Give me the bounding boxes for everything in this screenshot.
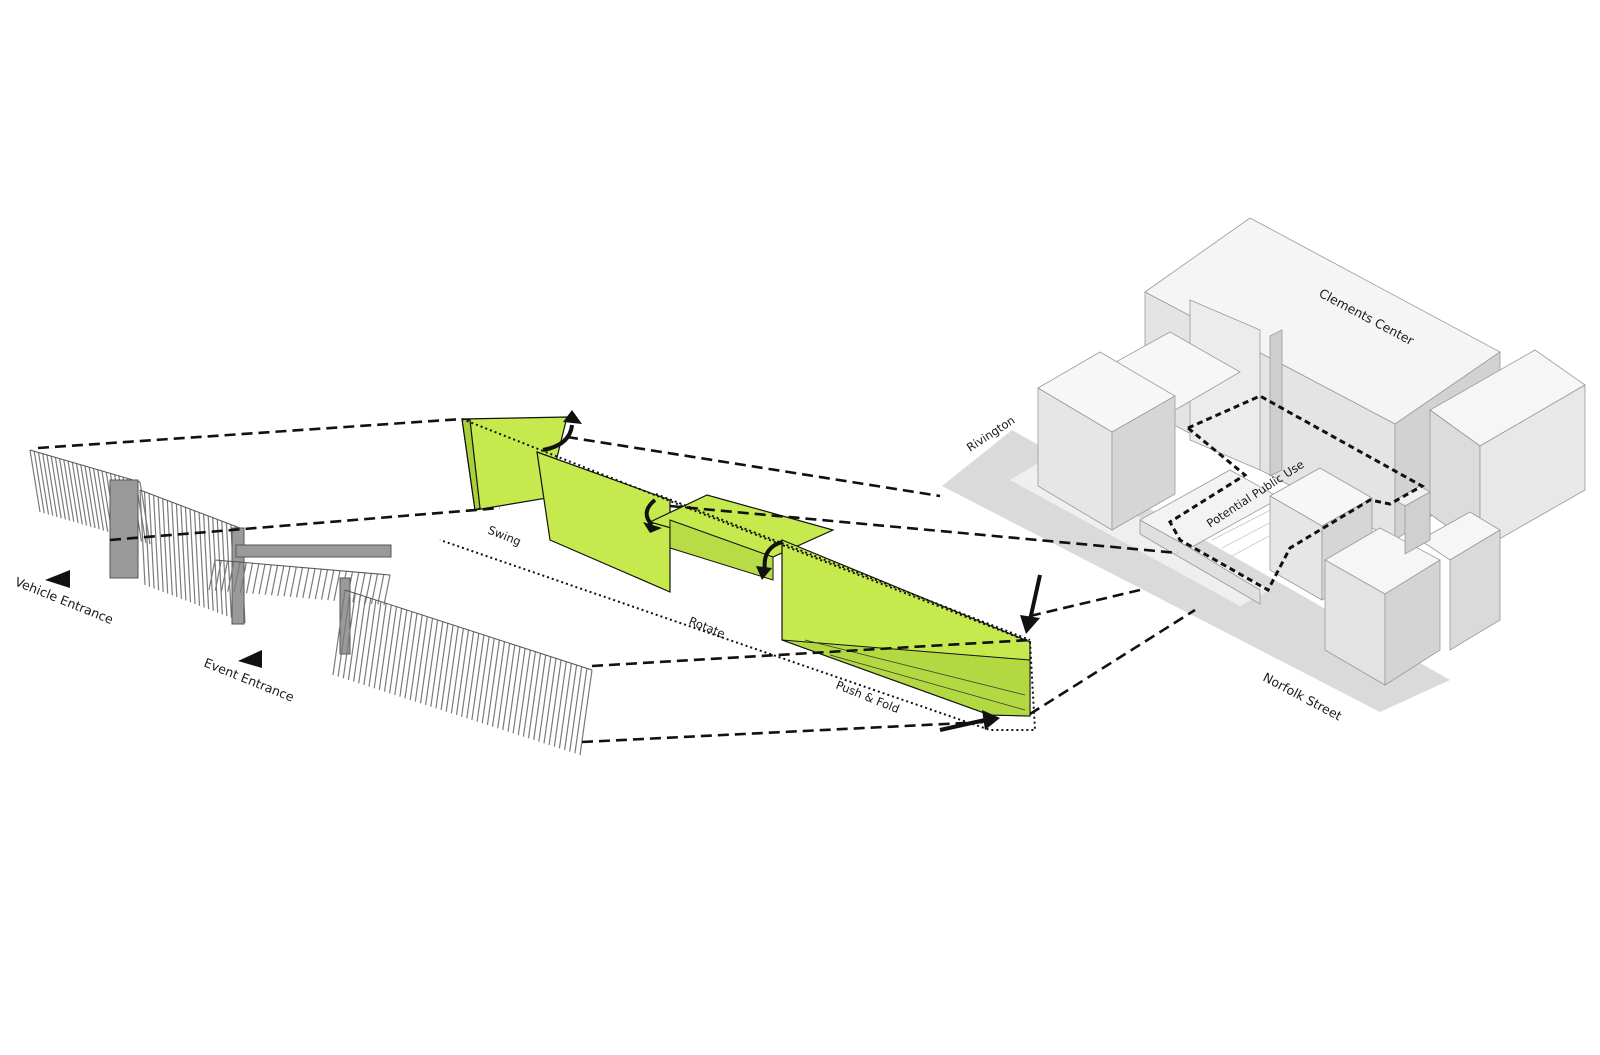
fence-section-mid (139, 489, 246, 624)
fence-post-event (231, 527, 245, 625)
fence-post-east (339, 577, 351, 655)
panel-rotate-b (669, 519, 774, 581)
folding-panels (439, 416, 1037, 731)
label-push-fold: Push & Fold (834, 678, 902, 716)
swing-arrow-icon (542, 424, 574, 452)
fence-post-vehicle (109, 479, 139, 579)
dotted-guide-outline (439, 418, 1037, 731)
panel-swing-b (461, 418, 481, 511)
fence-elements (29, 449, 593, 756)
rotate-arrow-icon-b (762, 540, 783, 571)
building-rivington-corner (1037, 331, 1241, 531)
event-entrance-arrow-icon (238, 650, 262, 668)
rotate-arrow-icon-a (644, 498, 657, 527)
site-outline-dashed (1167, 394, 1426, 593)
label-swing: Swing (486, 523, 523, 549)
vehicle-entrance-arrow-icon (45, 570, 70, 588)
fence-canopy-beam (235, 544, 392, 558)
push-arrow-icon-top (1028, 574, 1042, 621)
building-norfolk-front (1324, 485, 1501, 686)
projection-lines (37, 417, 1196, 744)
site-context (942, 217, 1586, 712)
label-rotate: Rotate (687, 614, 727, 641)
fence-section-long (332, 589, 593, 756)
